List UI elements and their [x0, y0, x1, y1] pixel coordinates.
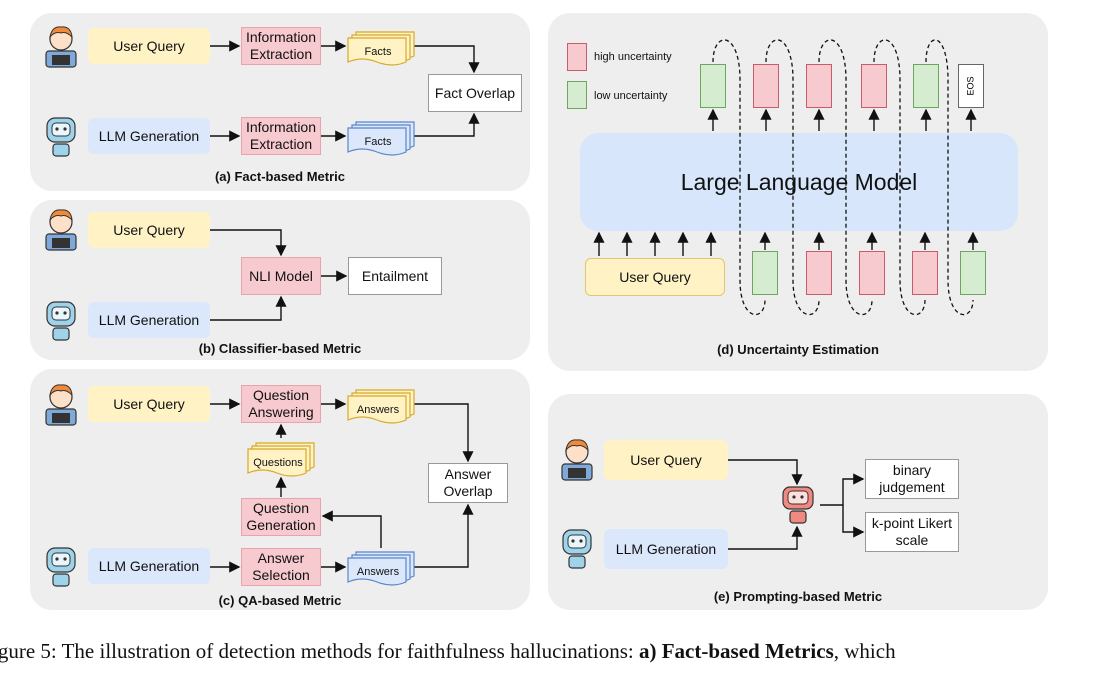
human-avatar-icon — [45, 384, 77, 426]
fact-overlap-box: Fact Overlap — [428, 74, 522, 112]
binary-judgement-box: binary judgement — [865, 459, 959, 499]
caption-prefix: igure 5: The illustration of detection m… — [0, 639, 639, 663]
answer-overlap-box: Answer Overlap — [428, 463, 508, 503]
user-query-box: User Query — [88, 386, 210, 422]
llm-generation-box: LLM Generation — [88, 118, 210, 154]
llm-generation-box: LLM Generation — [88, 302, 210, 338]
panel-title: (a) Fact-based Metric — [214, 169, 346, 184]
caption-bold: a) Fact-based Metrics — [638, 639, 834, 663]
facts-document-blue — [347, 121, 415, 156]
panel-title: (b) Classifier-based Metric — [198, 341, 362, 356]
nli-model-box: NLI Model — [241, 257, 321, 295]
question-answering-box: Question Answering — [241, 385, 321, 423]
human-avatar-icon — [45, 26, 77, 68]
panel-title: (c) QA-based Metric — [218, 593, 342, 608]
legend-low-label: low uncertainty — [594, 90, 668, 102]
information-extraction-box: Information Extraction — [241, 117, 321, 155]
user-query-box: User Query — [88, 28, 210, 64]
llm-generation-box: LLM Generation — [604, 529, 728, 569]
user-query-box: User Query — [604, 440, 728, 480]
judge-robot-icon — [782, 486, 814, 524]
robot-avatar-icon — [562, 529, 592, 569]
answer-selection-box: Answer Selection — [241, 548, 321, 586]
human-avatar-icon — [45, 209, 77, 251]
panel-title: (d) Uncertainty Estimation — [717, 342, 879, 357]
input-token-low — [960, 251, 986, 295]
input-token-high — [912, 251, 938, 295]
figure-caption: igure 5: The illustration of detection m… — [0, 639, 1107, 664]
information-extraction-box: Information Extraction — [241, 27, 321, 65]
answers-document-blue — [347, 551, 415, 586]
facts-document-yellow — [347, 31, 415, 66]
robot-avatar-icon — [46, 547, 76, 587]
llm-generation-box: LLM Generation — [88, 548, 210, 584]
questions-document-yellow — [247, 442, 315, 477]
entailment-box: Entailment — [348, 257, 442, 295]
robot-avatar-icon — [46, 117, 76, 157]
output-token-high — [753, 64, 779, 108]
output-token-high — [806, 64, 832, 108]
answers-label: Answers — [357, 566, 400, 578]
facts-label: Facts — [365, 46, 392, 58]
legend-high-swatch — [567, 43, 587, 71]
input-token-high — [806, 251, 832, 295]
questions-label: Questions — [253, 457, 303, 469]
legend-low-swatch — [567, 81, 587, 109]
human-avatar-icon — [561, 439, 593, 481]
user-query-box: User Query — [585, 258, 725, 296]
panel-title: (e) Prompting-based Metric — [713, 589, 883, 604]
answers-document-yellow — [347, 389, 415, 424]
output-token-low — [700, 64, 726, 108]
legend-high-label: high uncertainty — [594, 51, 672, 63]
facts-label: Facts — [365, 136, 392, 148]
input-token-high — [859, 251, 885, 295]
likert-scale-box: k-point Likert scale — [865, 512, 959, 552]
output-token-high — [861, 64, 887, 108]
large-language-model-box: Large Language Model — [580, 133, 1018, 231]
robot-avatar-icon — [46, 301, 76, 341]
output-token-low — [913, 64, 939, 108]
eos-token: EOS — [958, 64, 984, 108]
question-generation-box: Question Generation — [241, 498, 321, 536]
answers-label: Answers — [357, 404, 400, 416]
user-query-box: User Query — [88, 212, 210, 248]
input-token-low — [752, 251, 778, 295]
caption-suffix: , which — [833, 639, 896, 663]
